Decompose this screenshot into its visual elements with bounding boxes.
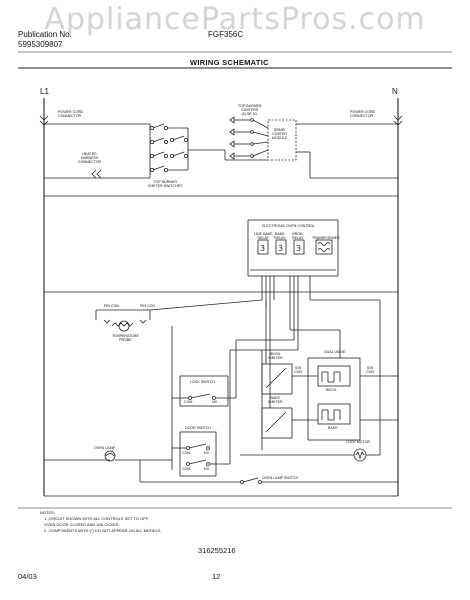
model-number: FGF356C (208, 30, 244, 39)
document-number: 316255216 (198, 546, 236, 555)
spark-module (267, 119, 297, 161)
temp-probe-label: TEMPERATURE PROBE (112, 334, 139, 342)
top-burner-igniters (229, 116, 269, 160)
n-label: N (392, 87, 398, 96)
lock-no-label: NO (212, 400, 218, 404)
broil-igniter (261, 363, 293, 395)
notes-heading: NOTES: (40, 510, 55, 515)
spark-module-label: SPARK IGNITER MODULE (272, 128, 288, 140)
pin-con-left-label: PIN CON (104, 304, 119, 308)
eoc-label: ELECTRONIC OVEN CONTROL (262, 224, 315, 228)
bake-valve-label: BAKE (328, 426, 338, 430)
door-no-label: NO (204, 467, 210, 471)
svg-text:3: 3 (296, 244, 301, 253)
transformer-label: TRANSFORMER (312, 236, 340, 240)
broil-igniter-label: BROIL IGNITER (268, 352, 283, 360)
lock-motor (240, 299, 381, 462)
ign-con-label-2: IGN CON (366, 366, 374, 374)
top-burner-igniters-label: TOP BURNER IGNITERS (4) SP. IG. (238, 104, 262, 116)
burner-switches-label: TOP BURNER IGNITER SWITCHES (148, 180, 183, 188)
oven-lamp-label: OVEN LAMP (94, 446, 115, 450)
part-number: 5995309807 (18, 40, 63, 49)
relay1-label: LINE BAKE RELAY (254, 232, 273, 240)
door-switch-label: DOOR SWITCH (185, 426, 211, 430)
note-1b: OVEN DOOR CLOSED AND UNLOCKED. (44, 522, 120, 527)
door-com2-label: COM (182, 467, 191, 471)
note-1: 1. CIRCUIT SHOWN WITH ALL CONTROLS SET T… (44, 516, 149, 521)
power-cord-connector-right (393, 115, 403, 126)
harness-connector-label: HEATER HARNESS CONNECTOR (78, 152, 102, 164)
power-cord-left-label: POWER CORD CONNECTOR (58, 110, 84, 118)
oven-lamp-switch-label: OVEN LAMP SWITCH (262, 476, 299, 480)
l1-label: L1 (40, 87, 49, 96)
svg-text:3: 3 (260, 244, 265, 253)
power-cord-connector-left (39, 115, 49, 126)
note-2: 2. COMPONENTS WITH (*) DO NOT APPEAR ON … (44, 528, 162, 533)
door-nc-label: NC (204, 451, 210, 455)
door-switch-box (179, 431, 217, 477)
temperature-probe (95, 299, 263, 332)
bake-igniter (261, 407, 293, 439)
lock-switch-box (179, 375, 229, 407)
broil-valve-label: BROIL (326, 388, 337, 392)
door-com-label: COM (182, 451, 191, 455)
watermark: AppliancePartsPros.com (44, 2, 426, 37)
burner-switches (44, 123, 225, 179)
pin-con-right-label: PIN CON (140, 304, 155, 308)
svg-text:3: 3 (278, 244, 283, 253)
dual-valve (307, 357, 361, 441)
lock-switch-label: LOCK SWITCH (190, 380, 215, 384)
relay2-label: BAKE RELAY (274, 232, 286, 240)
ign-con-label-1: IGN CON (294, 366, 302, 374)
electronic-oven-control (247, 219, 339, 277)
footer-date: 04/03 (18, 572, 37, 581)
oven-lamp (44, 450, 172, 462)
relay3-label: BROIL RELAY (292, 232, 304, 240)
bake-igniter-label: BAKE IGNITER (268, 396, 283, 404)
page-number: 12 (212, 572, 221, 581)
dual-valve-label: DUAL VALVE (324, 350, 346, 354)
lock-motor-label: LOCK MOTOR (346, 440, 371, 444)
power-cord-right-label: POWER CORD CONNECTOR (350, 110, 376, 118)
lock-com-label: COM (184, 400, 193, 404)
schematic-title: WIRING SCHEMATIC (190, 58, 269, 67)
oven-lamp-switch (139, 460, 398, 484)
harness-connector (91, 169, 102, 179)
publication-label: Publication No. (18, 30, 72, 39)
